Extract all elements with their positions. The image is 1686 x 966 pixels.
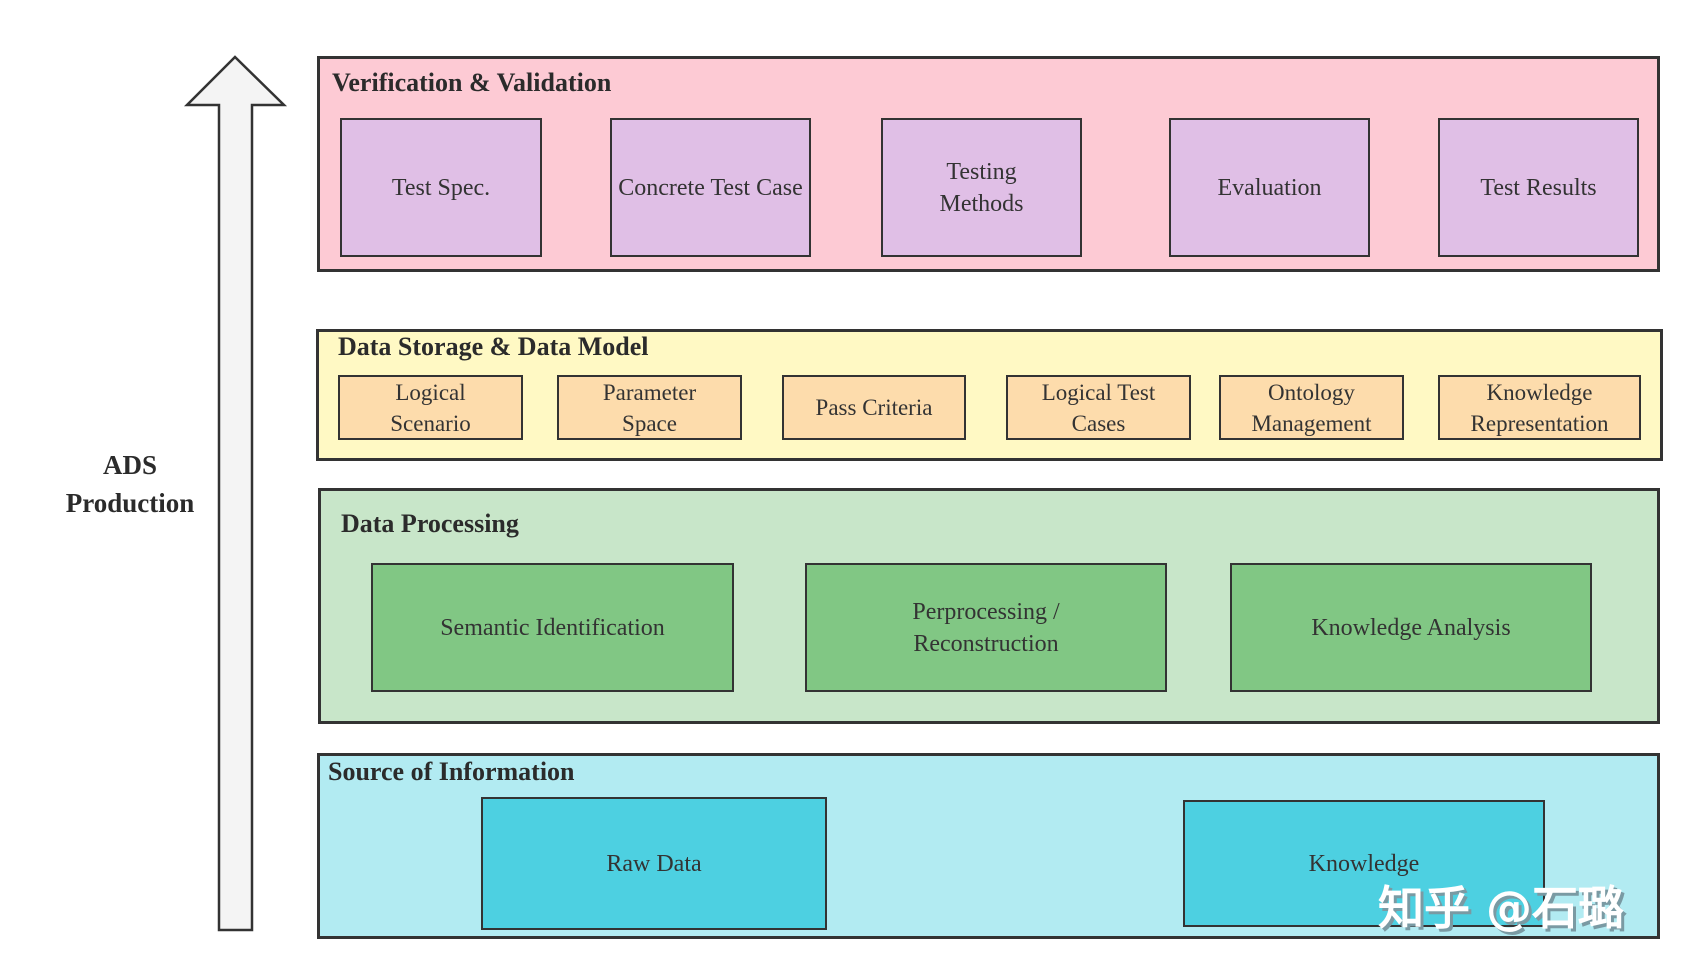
box-concrete-test-case: Concrete Test Case <box>610 118 811 257</box>
layer-title: Verification & Validation <box>332 68 612 97</box>
box-semantic-identification: Semantic Identification <box>371 563 734 692</box>
box-logical-scenario: Logical Scenario <box>338 375 523 440</box>
box-knowledge: Knowledge <box>1183 800 1545 927</box>
box-preprocessing-reconstruction: Perprocessing / Reconstruction <box>805 563 1167 692</box>
layer-title: Data Processing <box>341 509 519 538</box>
box-ontology-management: Ontology Management <box>1219 375 1404 440</box>
box-logical-test-cases: Logical Test Cases <box>1006 375 1191 440</box>
layer-title: Data Storage & Data Model <box>338 332 649 361</box>
box-evaluation: Evaluation <box>1169 118 1370 257</box>
up-arrow-icon <box>183 55 288 932</box>
box-pass-criteria: Pass Criteria <box>782 375 966 440</box>
box-knowledge-representation: Knowledge Representation <box>1438 375 1641 440</box>
ads-production-label: ADS Production <box>65 450 195 518</box>
box-knowledge-analysis: Knowledge Analysis <box>1230 563 1592 692</box>
watermark: 知乎 @石璐 <box>1378 881 1625 935</box>
box-parameter-space: Parameter Space <box>557 375 742 440</box>
box-raw-data: Raw Data <box>481 797 827 930</box>
box-test-results: Test Results <box>1438 118 1639 257</box>
layer-title: Source of Information <box>328 757 575 786</box>
box-test-spec: Test Spec. <box>340 118 542 257</box>
box-testing-methods: Testing Methods <box>881 118 1082 257</box>
